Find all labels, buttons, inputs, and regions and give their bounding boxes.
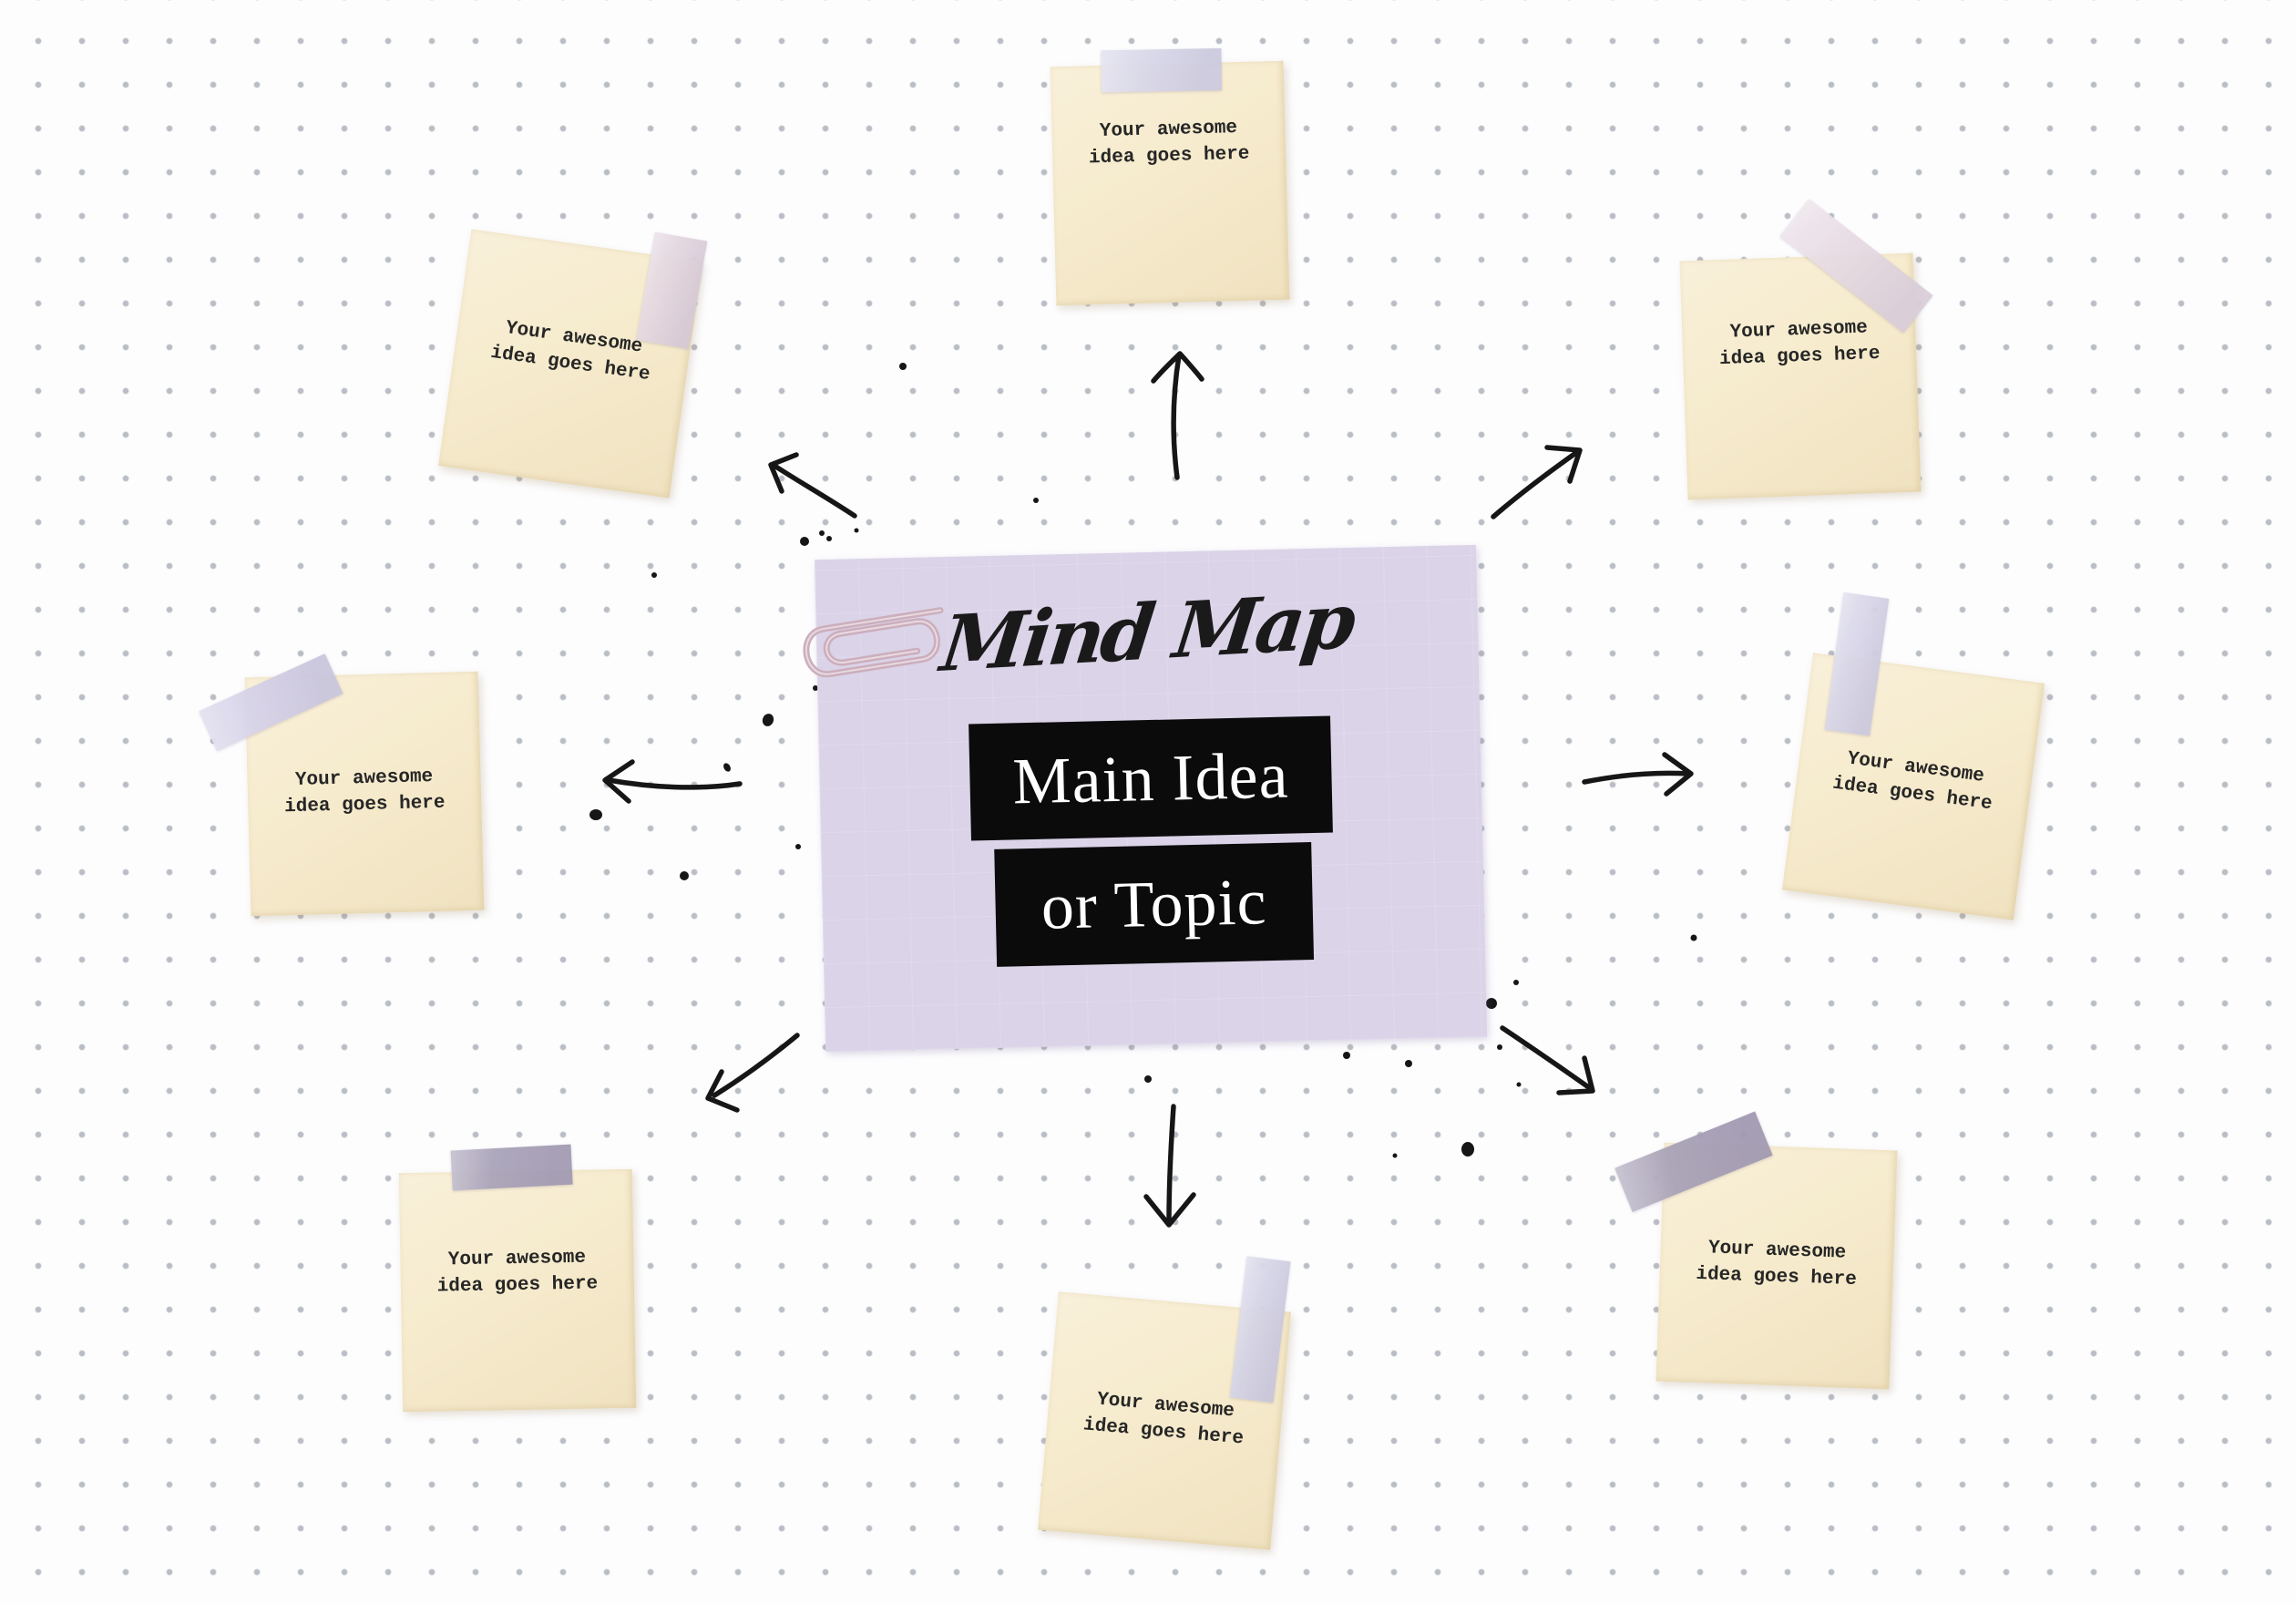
main-idea-label: Main Idea bbox=[969, 715, 1333, 841]
paperclip-icon bbox=[803, 607, 944, 677]
sticky-note-right[interactable]: Your awesome idea goes here bbox=[1781, 592, 2045, 920]
or-topic-label: or Topic bbox=[994, 842, 1315, 967]
arrow-up-right[interactable] bbox=[1491, 445, 1583, 519]
arrow-down-left[interactable] bbox=[705, 1033, 800, 1113]
sticky-note-top[interactable]: Your awesome idea goes here bbox=[1050, 48, 1290, 306]
arrow-right[interactable] bbox=[1582, 752, 1694, 797]
note-text-line2: idea goes here bbox=[283, 792, 446, 818]
arrow-up[interactable] bbox=[1151, 351, 1204, 480]
note-text-line2: idea goes here bbox=[436, 1273, 599, 1298]
sticky-note-bottom-left[interactable]: Your awesome idea goes here bbox=[398, 1144, 637, 1413]
sticky-note-top-right[interactable]: Your awesome idea goes here bbox=[1679, 199, 1933, 500]
arrow-down[interactable] bbox=[1143, 1104, 1196, 1228]
washi-tape-icon bbox=[1101, 48, 1223, 93]
sticky-note-left[interactable]: Your awesome idea goes here bbox=[199, 653, 485, 917]
sticky-note-bottom-right[interactable]: Your awesome idea goes here bbox=[1614, 1111, 1898, 1390]
note-text-line2: idea goes here bbox=[1088, 143, 1250, 170]
arrow-down-right[interactable] bbox=[1500, 1025, 1595, 1095]
arrow-up-left[interactable] bbox=[768, 452, 857, 519]
note-text-line1: Your awesome bbox=[447, 1247, 587, 1271]
washi-tape-icon bbox=[450, 1144, 573, 1191]
arrow-left[interactable] bbox=[602, 759, 743, 804]
sticky-note-bottom-center[interactable]: Your awesome idea goes here bbox=[1038, 1256, 1291, 1550]
sticky-note-top-left[interactable]: Your awesome idea goes here bbox=[438, 229, 708, 499]
